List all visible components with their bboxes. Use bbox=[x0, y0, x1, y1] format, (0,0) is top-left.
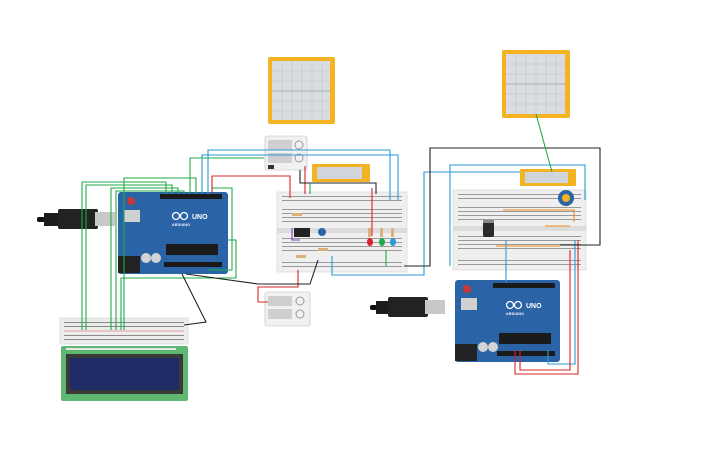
power-header-right bbox=[497, 351, 555, 356]
reset-button-right[interactable] bbox=[463, 285, 471, 293]
power-jack-left bbox=[118, 256, 140, 273]
lcd-module-middle-screen bbox=[317, 167, 362, 179]
usb-cable-left bbox=[44, 213, 60, 226]
power-header-left bbox=[164, 262, 222, 267]
wire-black-4 bbox=[299, 170, 377, 194]
wire-blue-1 bbox=[201, 154, 399, 200]
transistor-middle bbox=[318, 228, 326, 236]
arduino-right[interactable]: UNO ARDUINO bbox=[370, 280, 560, 362]
lcd-display[interactable] bbox=[61, 346, 188, 401]
usb-connector-left bbox=[95, 212, 115, 226]
resistors-middle bbox=[292, 213, 394, 258]
wire-black-2 bbox=[185, 259, 319, 285]
wire-red-6 bbox=[519, 250, 571, 371]
led-green[interactable] bbox=[379, 238, 385, 246]
breadboard-middle-holes bbox=[282, 196, 402, 267]
wire-red-5 bbox=[514, 240, 579, 375]
wire-green-6 bbox=[120, 239, 237, 330]
wire-green-4 bbox=[115, 190, 185, 330]
lcd-pins bbox=[66, 348, 176, 350]
potentiometer-right[interactable] bbox=[558, 190, 574, 206]
atmega-chip-left bbox=[166, 244, 218, 255]
wire-black-1 bbox=[181, 273, 207, 326]
wire-green-scope bbox=[535, 113, 553, 173]
capacitor-right-1 bbox=[478, 342, 488, 352]
usb-plug-tip-right bbox=[370, 305, 377, 310]
usb-connector-right bbox=[425, 300, 445, 314]
arduino-brand-left: ARDUINO bbox=[172, 223, 190, 227]
wire-black-3 bbox=[404, 147, 601, 267]
wire-blue-2 bbox=[207, 149, 391, 200]
usb-port-right bbox=[461, 298, 477, 310]
wire-green-8 bbox=[123, 177, 197, 330]
usb-plug-tip-left bbox=[37, 217, 45, 222]
reset-button-left[interactable] bbox=[127, 197, 135, 205]
power-jack-right bbox=[455, 344, 477, 361]
digital-header-left bbox=[160, 194, 222, 199]
oscilloscope-right[interactable] bbox=[502, 50, 570, 118]
uno-label-right: UNO bbox=[526, 303, 542, 310]
uno-label-left: UNO bbox=[192, 214, 208, 221]
wire-green-2 bbox=[85, 184, 173, 330]
digital-header-right bbox=[493, 283, 555, 288]
arduino-brand-right: ARDUINO bbox=[506, 312, 524, 316]
led-blue[interactable] bbox=[390, 238, 396, 246]
capacitor-left-1 bbox=[141, 253, 151, 263]
wire-blue-3 bbox=[331, 171, 520, 276]
ic-chip-middle bbox=[294, 228, 310, 237]
capacitor-left-2 bbox=[151, 253, 161, 263]
wire-blue-5 bbox=[547, 240, 576, 365]
dc-motor-bottom[interactable] bbox=[264, 291, 311, 327]
electrolytic-capacitor-right bbox=[483, 220, 494, 237]
usb-port-left bbox=[124, 210, 140, 222]
usb-cable-right bbox=[376, 301, 390, 314]
arduino-logo-right bbox=[505, 300, 523, 310]
wire-red-2 bbox=[211, 175, 291, 198]
wire-orange-2 bbox=[503, 209, 575, 222]
wire-green-7 bbox=[189, 157, 264, 194]
led-red[interactable] bbox=[367, 238, 373, 246]
breadboard-right-holes bbox=[458, 194, 581, 265]
lcd-module-right-screen bbox=[525, 172, 568, 183]
lcd-screen bbox=[70, 358, 179, 390]
dc-motor-top[interactable] bbox=[264, 135, 308, 171]
usb-plug-right bbox=[388, 297, 428, 317]
arduino-left[interactable]: UNO ARDUINO bbox=[37, 192, 228, 274]
arduino-logo-left bbox=[171, 211, 189, 221]
capacitor-right-2 bbox=[488, 342, 498, 352]
oscilloscope-left[interactable] bbox=[268, 57, 335, 124]
atmega-chip-right bbox=[499, 333, 551, 344]
lcd-module-right[interactable] bbox=[520, 169, 576, 186]
usb-plug-left bbox=[58, 209, 98, 229]
wire-purple-1 bbox=[291, 228, 300, 241]
wire-blue-4 bbox=[449, 164, 586, 266]
lcd-module-middle[interactable] bbox=[312, 164, 370, 182]
wires bbox=[81, 113, 601, 375]
oscilloscope-left-grid bbox=[272, 61, 330, 120]
wire-red-3 bbox=[257, 270, 299, 303]
